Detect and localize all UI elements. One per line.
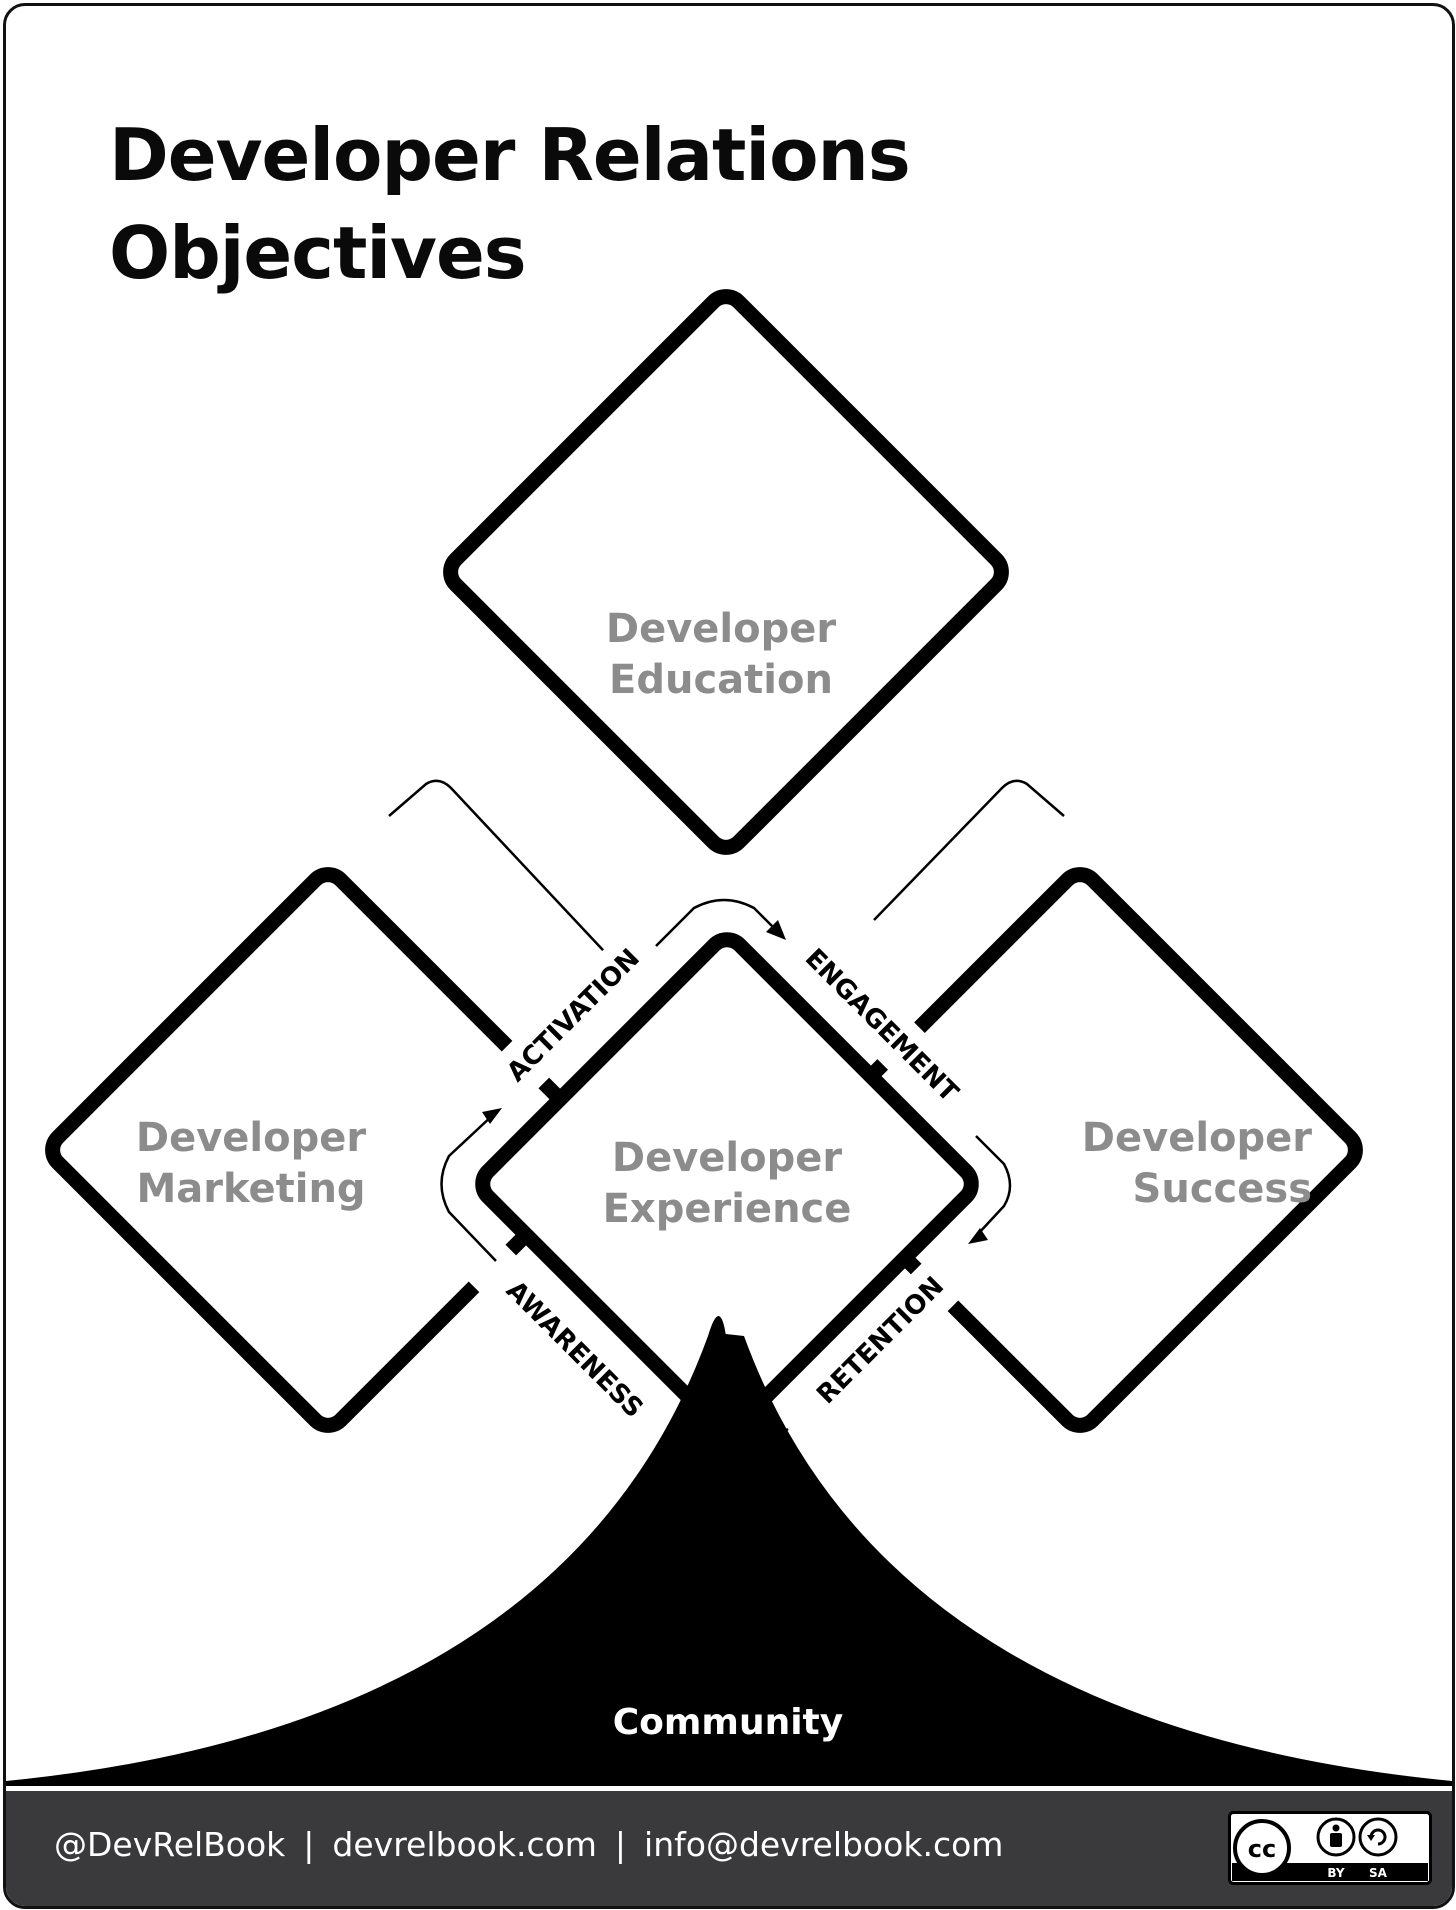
twitter-handle-link[interactable]: @DevRelBook xyxy=(54,1825,286,1864)
education-label-line-2: Education xyxy=(609,657,833,703)
website-link[interactable]: devrelbook.com xyxy=(332,1825,597,1864)
objectives-diagram: Developer Education Developer Marketing … xyxy=(6,289,1452,1786)
footer-bar: @DevRelBook | devrelbook.com | info@devrelbo… xyxy=(6,1791,1452,1906)
cc-license-badge[interactable]: cc BY SA xyxy=(1228,1811,1432,1885)
community-funnel-tip xyxy=(708,1316,726,1336)
experience-label-line-2: Experience xyxy=(603,1186,852,1232)
marketing-label-line-2: Marketing xyxy=(136,1166,365,1212)
education-label-line-1: Developer xyxy=(606,606,836,652)
experience-label-line-1: Developer xyxy=(612,1135,842,1181)
title-line-1: Developer Relations xyxy=(109,113,911,197)
activation-arrowhead xyxy=(482,1108,502,1124)
email-link[interactable]: info@devrelbook.com xyxy=(644,1825,1004,1864)
experience-diamond xyxy=(475,932,979,1436)
activation-guide-line xyxy=(388,779,617,965)
footer-separator: | xyxy=(614,1825,627,1864)
community-label: Community xyxy=(613,1702,843,1743)
title-line-2: Objectives xyxy=(109,211,527,295)
cc-icon xyxy=(1233,1819,1291,1877)
marketing-diamond xyxy=(45,867,611,1433)
awareness-to-activation-arrow xyxy=(440,1113,497,1262)
engagement-guide-line xyxy=(873,779,1065,921)
community-funnel xyxy=(6,1334,1452,1786)
success-label-line-2: Success xyxy=(1133,1166,1312,1212)
engagement-arrowhead xyxy=(766,920,786,940)
cc-icon-text: cc xyxy=(1248,1835,1276,1863)
license-sa-text: SA xyxy=(1369,1866,1388,1880)
page-frame: Developer Relations Objectives xyxy=(3,3,1455,1909)
activation-to-engagement-arrow xyxy=(655,898,777,947)
success-label-line-1: Developer xyxy=(1082,1115,1312,1161)
education-diamond xyxy=(443,289,1009,855)
retention-arrowhead xyxy=(968,1228,988,1244)
footer-links: @DevRelBook | devrelbook.com | info@devrelbo… xyxy=(54,1825,1003,1864)
footer-separator: | xyxy=(303,1825,315,1864)
share-alike-icon xyxy=(1358,1817,1398,1857)
marketing-label-line-1: Developer xyxy=(136,1115,366,1161)
engagement-to-retention-arrow xyxy=(975,1135,1012,1235)
page-title: Developer Relations Objectives xyxy=(109,106,911,302)
license-by-text: BY xyxy=(1327,1866,1344,1880)
